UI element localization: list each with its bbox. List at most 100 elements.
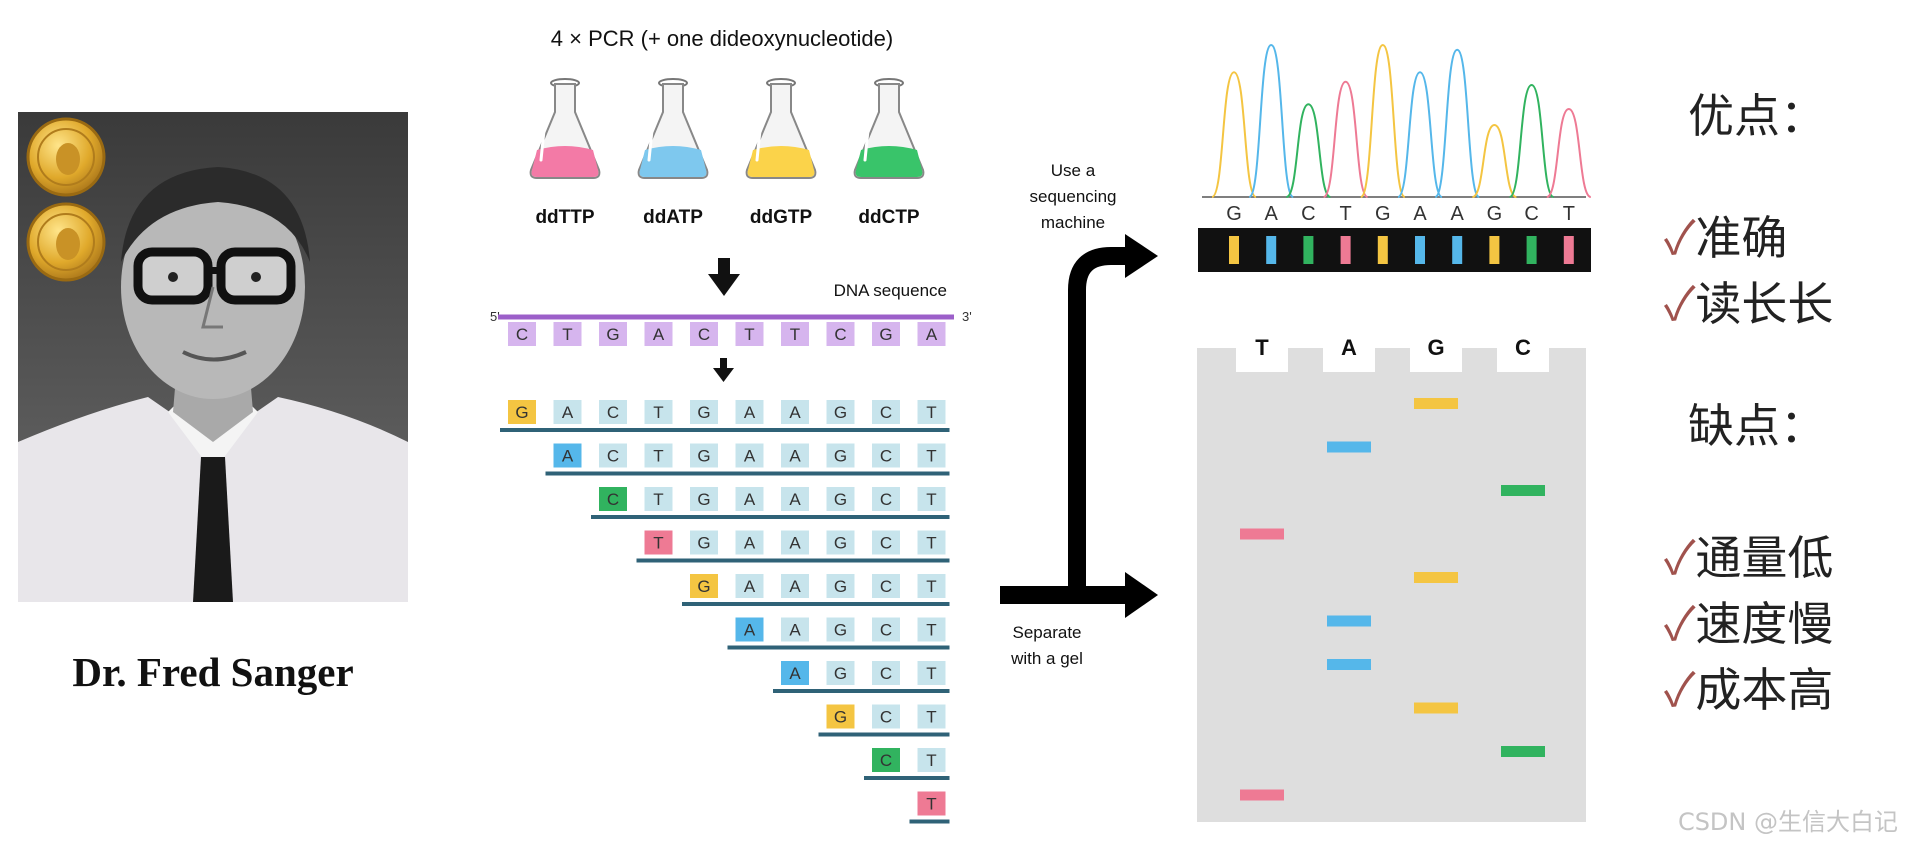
fragment-base [917,574,946,598]
fragment-base [781,443,809,468]
fragment-base-label: A [789,577,801,596]
fragment-base-label: G [697,447,710,466]
fragment-base [917,487,946,511]
template-base-label: C [698,325,710,344]
fragment-base [781,530,809,555]
gel-band [1327,659,1371,670]
fragment-base [690,487,718,511]
fragment-base [917,748,946,772]
chromatogram-peak [1211,71,1257,198]
base-call-mark [1229,236,1239,264]
terminating-base [872,748,900,772]
fragment-base [872,574,900,598]
fragment-base-label: T [926,621,936,640]
fragment-base [735,530,764,555]
flask-icon [529,78,601,179]
cons-item: ✓成本高 [1664,663,1834,717]
portrait-caption: Dr. Fred Sanger [72,649,354,695]
chromatogram-base-label: G [1226,203,1242,225]
template-base [735,322,764,346]
fragment-base-label: T [926,403,936,422]
fragment-base [690,443,718,468]
terminating-base [644,530,673,555]
fragment-base-label: C [880,534,892,553]
fragment-base [826,661,855,685]
template-base [917,322,946,346]
fragment-base [781,574,809,598]
base-call-mark [1340,236,1351,264]
fragment-base [735,487,764,511]
cons-item: ✓通量低 [1664,531,1834,585]
chromatogram-peak [1397,71,1443,198]
fragment-base-label: A [562,403,574,422]
template-base-label: A [653,325,665,344]
fragment-base [826,443,855,468]
fragment-base [826,487,855,511]
template-base-label: T [744,325,754,344]
fragment-base [872,487,900,511]
fragment-row: T [909,791,950,824]
fragment-base-label: C [607,447,619,466]
flask-label: ddCTP [858,207,920,228]
template-base [599,322,627,346]
fragment-base [872,617,900,642]
base-call-bar [1198,228,1591,272]
fragment-base-label: T [926,751,936,770]
template-base-label: G [606,325,619,344]
fragment-base [826,617,855,642]
branch-arrow [1000,234,1158,618]
fragment-base-label: A [789,403,801,422]
check-icon: ✓ [1664,211,1696,265]
flask-label: ddTTP [535,207,594,228]
fragment-base-label: T [926,577,936,596]
fragment-base-label: C [880,751,892,770]
gel-band [1501,746,1545,757]
fragment-base [690,530,718,555]
fragment-base-label: A [744,490,756,509]
fragment-base-label: A [562,447,574,466]
chromatogram-base-label: C [1524,203,1538,225]
gel-band [1240,528,1284,540]
base-call-mark [1303,236,1314,264]
fragment-base-label: T [653,534,663,553]
chromatogram-peak [1546,107,1592,198]
chromatogram-base-label: A [1413,203,1427,225]
terminating-base [735,617,764,642]
fragment-base [826,574,855,598]
cons-item: ✓速度慢 [1664,597,1834,651]
flask-icon [745,78,817,179]
terminating-base [508,400,536,424]
terminating-base [690,574,718,598]
cons-title: 缺点： [1688,399,1826,453]
check-icon: ✓ [1664,663,1696,717]
fragment-base-label: T [926,534,936,553]
chromatogram-base-label: C [1301,203,1315,225]
fragment-base-label: G [834,534,847,553]
fragment-base [917,530,946,555]
fragment-base-label: C [607,490,619,509]
terminating-base [781,661,809,685]
fragment-base [826,530,855,555]
fragment-base-label: G [834,490,847,509]
fragment-base-label: A [744,403,756,422]
fragment-base-label: G [834,664,847,683]
terminating-base [917,791,946,816]
fragment-base-label: G [834,447,847,466]
chromatogram-peak [1248,43,1295,198]
base-call-mark [1526,236,1537,264]
fragment-base-label: A [744,621,756,640]
gel-band [1414,398,1458,409]
base-call-mark [1489,236,1500,264]
gel-band [1501,485,1545,496]
fragment-base [917,661,946,685]
fragment-base [872,530,900,555]
flask-icon [637,78,709,179]
fragment-base-label: A [789,664,801,683]
fragment-base [735,443,764,468]
fragment-base-label: A [789,621,801,640]
